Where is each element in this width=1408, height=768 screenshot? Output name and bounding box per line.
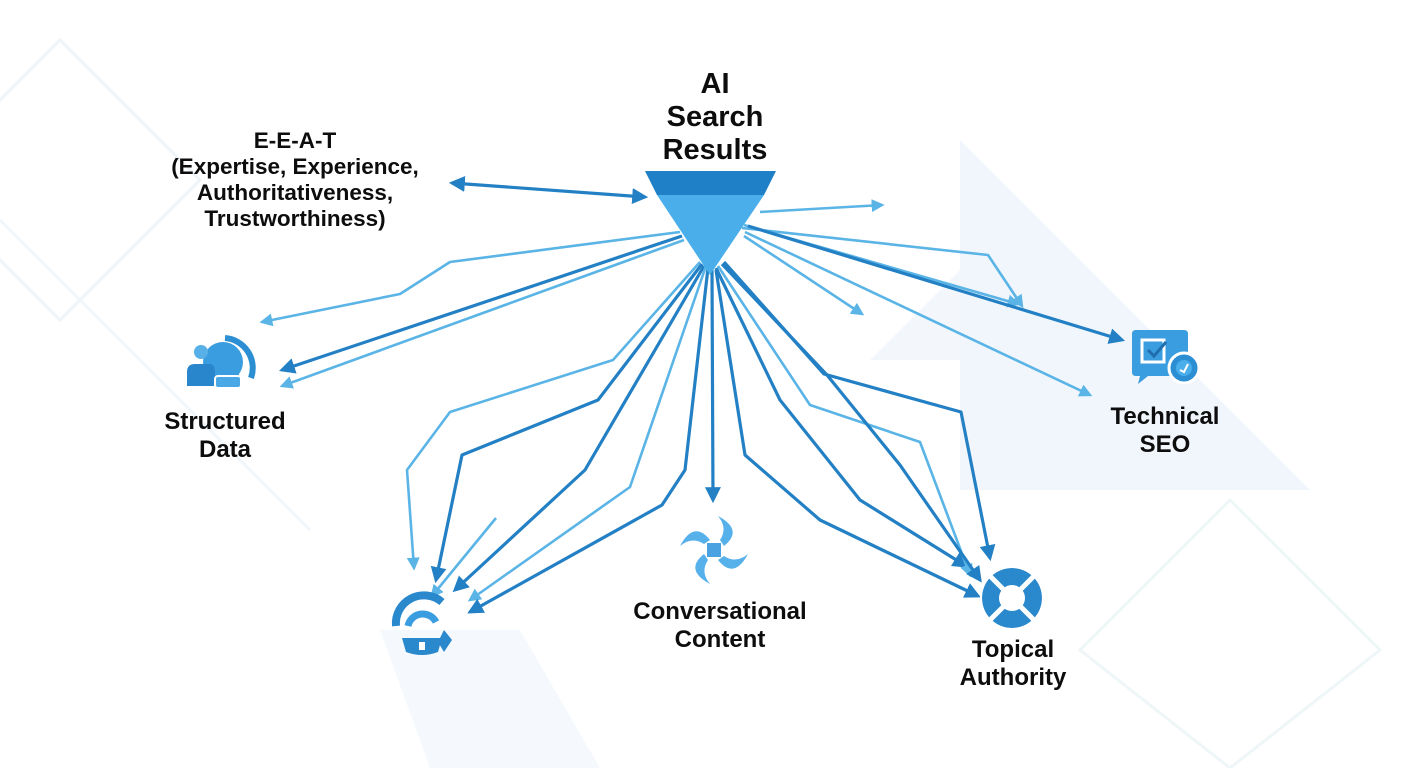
edge-arrow-to-conversational-content <box>704 269 721 504</box>
conversational-content-label: Conversational Content <box>590 598 850 653</box>
hub-funnel-icon[interactable] <box>645 171 776 275</box>
eeat-label: E-E-A-T (Expertise, Experience, Authorit… <box>130 128 460 232</box>
topical-authority-label-line: Authority <box>959 663 1067 691</box>
eeat-label-line: (Expertise, Experience, <box>171 154 419 180</box>
chat-check-gear-icon[interactable] <box>1132 330 1201 385</box>
conversational-content-label-line: Conversational <box>633 598 807 625</box>
technical-seo-label-line: SEO <box>1139 430 1191 458</box>
edge-arrow-to-technical-seo <box>747 224 1126 344</box>
hub-label: AI Search Results <box>620 68 810 166</box>
eeat-label-line: E-E-A-T <box>253 128 337 153</box>
edge-arrow-to-structured-data <box>259 230 681 327</box>
edge-arrow-to-topical-authority <box>714 269 981 598</box>
pinwheel-icon[interactable] <box>680 516 748 584</box>
structured-data-label-line: Structured <box>164 408 286 435</box>
edge-arrow-to-eeat <box>448 175 649 205</box>
hub-label-line: Results <box>662 133 768 166</box>
edge-arrow-to-technical-seo <box>741 226 1024 309</box>
eeat-label-line: Authoritativeness, <box>196 180 394 206</box>
hub-label-line: Search <box>666 100 764 133</box>
edge-arrow-to-unlabeled-right <box>743 234 865 316</box>
user-profile-icon[interactable] <box>187 335 256 389</box>
edge-arrow-to-security <box>405 261 701 571</box>
edge-arrow-to-security <box>467 267 710 614</box>
edge-arrow-to-unlabeled-right <box>759 199 885 214</box>
topical-authority-label: Topical Authority <box>918 636 1108 691</box>
eeat-label-line: Trustworthiness) <box>204 206 386 232</box>
edge-arrow-to-security <box>452 265 706 593</box>
edge-arrow-to-topical-authority <box>722 260 996 562</box>
lifebuoy-icon[interactable] <box>980 566 1044 630</box>
edge-arrow-to-security <box>430 263 704 584</box>
edges <box>259 175 1126 614</box>
edge-arrow-to-security <box>467 265 708 602</box>
technical-seo-label-line: Technical <box>1110 403 1220 430</box>
conversational-content-label-line: Content <box>674 625 766 653</box>
edge-arrow-to-security <box>430 517 498 599</box>
edge-arrow-to-topical-authority <box>714 267 969 568</box>
lock-target-icon[interactable] <box>391 591 452 655</box>
structured-data-label: Structured Data <box>130 408 320 463</box>
edge-arrow-to-structured-data <box>279 238 685 389</box>
topical-authority-label-line: Topical <box>971 636 1055 663</box>
structured-data-label-line: Data <box>198 435 252 463</box>
edge-arrow-to-structured-data <box>278 234 683 374</box>
background-decoration <box>0 37 1383 768</box>
technical-seo-label: Technical SEO <box>1070 403 1260 458</box>
edge-arrow-to-technical-seo <box>744 230 1093 397</box>
hub-label-line: AI <box>700 68 730 100</box>
